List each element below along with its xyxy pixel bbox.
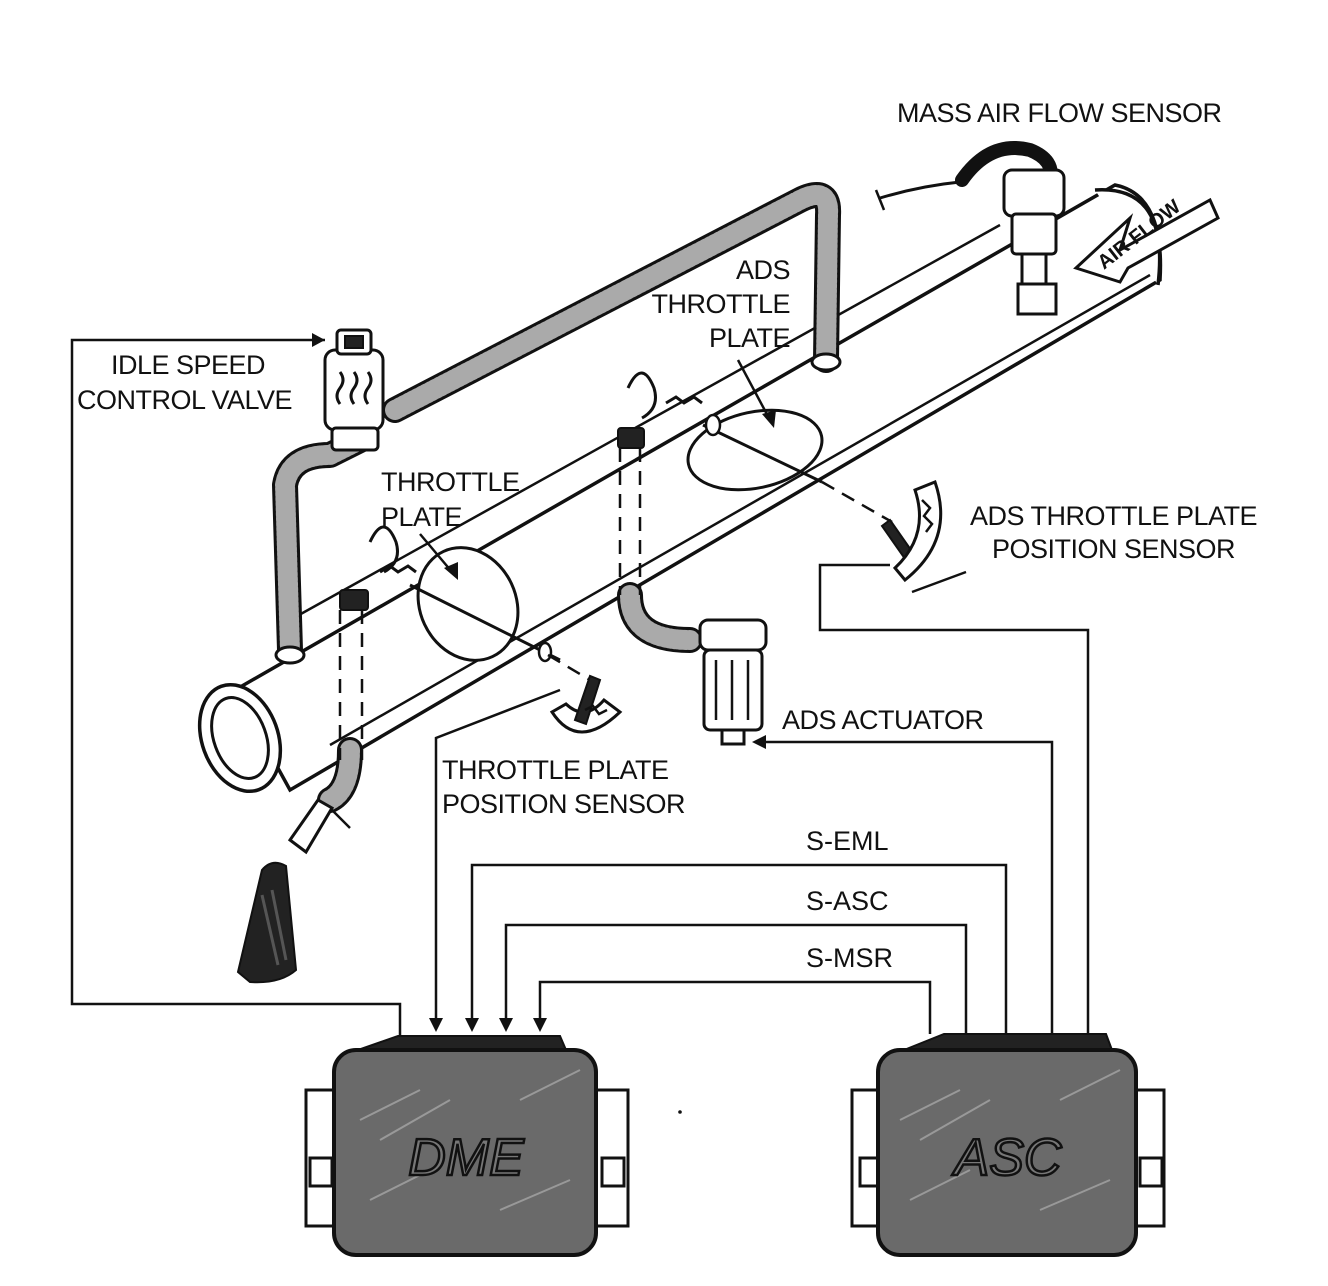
dme-module: DME <box>304 1035 630 1257</box>
throttle-plate <box>339 525 561 663</box>
idle-speed-control-valve <box>323 328 385 452</box>
labels: MASS AIR FLOW SENSOR ADS THROTTLE PLATE … <box>77 98 1258 973</box>
dme-label: DME <box>408 1129 525 1187</box>
s-eml-label: S-EML <box>806 826 889 856</box>
throttle-plate-label-line2: PLATE <box>381 502 462 532</box>
ads-tps-label-line1: ADS THROTTLE PLATE <box>970 501 1257 531</box>
idle-speed-label-line1: IDLE SPEED <box>111 350 265 380</box>
throttle-plate-label-line1: THROTTLE <box>381 467 520 497</box>
wiring <box>70 333 1090 1036</box>
mass-air-flow-sensor-label: MASS AIR FLOW SENSOR <box>897 98 1222 128</box>
ads-throttle-plate-label-line2: THROTTLE <box>651 289 790 319</box>
asc-module: ASC <box>850 1033 1166 1257</box>
ads-throttle-plate <box>617 371 824 492</box>
leader-arrows <box>419 359 776 580</box>
throttle-cables <box>338 448 642 760</box>
ads-throttle-plate-label-line3: PLATE <box>709 323 790 353</box>
ads-actuator-label: ADS ACTUATOR <box>782 705 984 735</box>
accelerator-pedal <box>236 737 363 984</box>
s-asc-label: S-ASC <box>806 886 889 916</box>
idle-bypass-hose <box>272 182 842 665</box>
ads-tps-label-line2: POSITION SENSOR <box>992 534 1235 564</box>
asc-label: ASC <box>952 1129 1062 1187</box>
mass-air-flow-sensor <box>874 141 1066 316</box>
ads-throttle-plate-label-line1: ADS <box>736 255 790 285</box>
tps-label-line2: POSITION SENSOR <box>442 789 685 819</box>
tps-label-line1: THROTTLE PLATE <box>442 755 669 785</box>
idle-speed-label-line2: CONTROL VALVE <box>77 385 292 415</box>
throttle-plate-position-sensor <box>547 653 623 734</box>
ads-actuator <box>617 582 768 746</box>
s-msr-label: S-MSR <box>806 943 893 973</box>
ads-throttle-plate-position-sensor <box>821 480 967 594</box>
